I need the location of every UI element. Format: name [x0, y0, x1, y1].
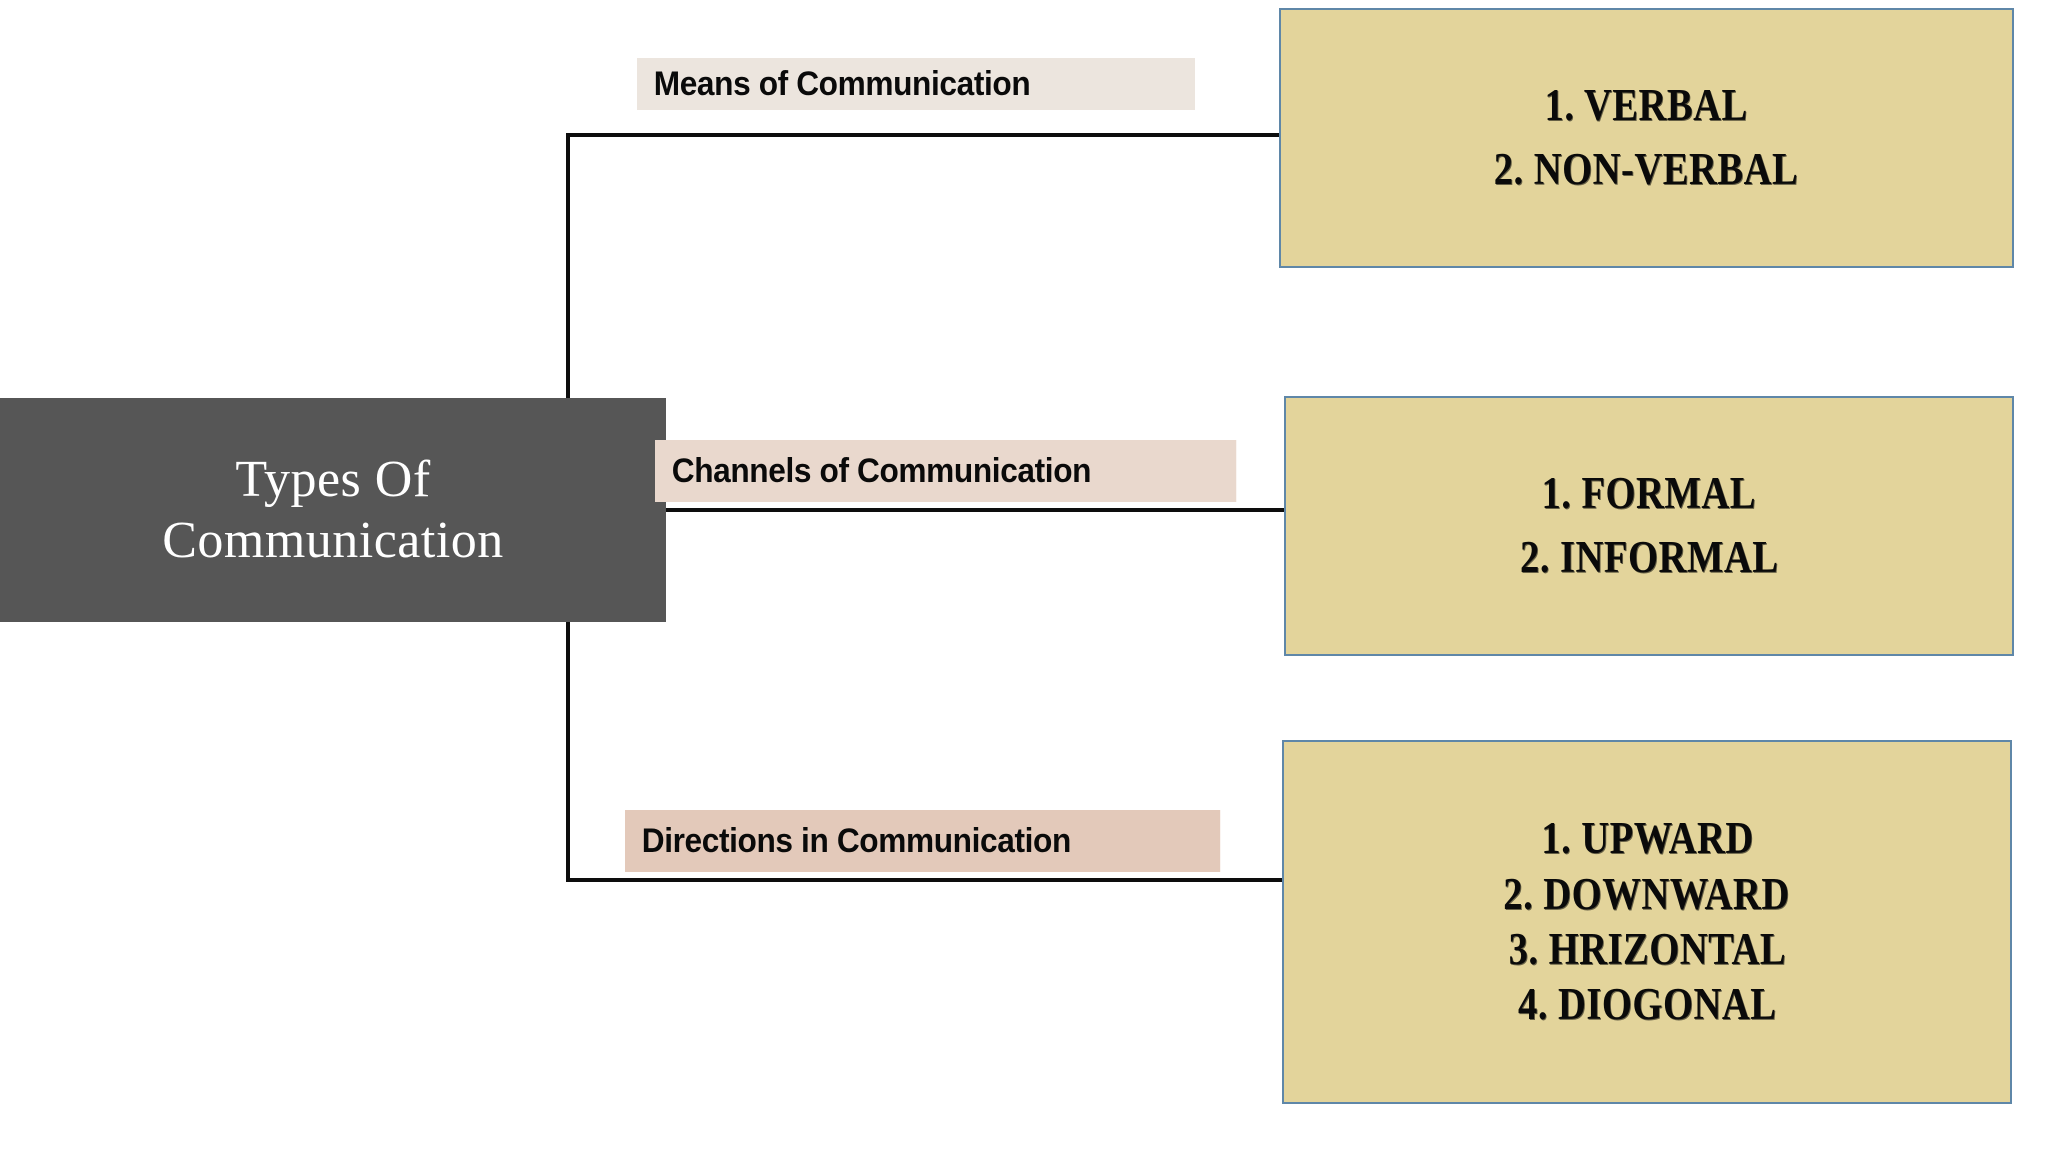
root-node-label: Types Of Communication [144, 449, 522, 572]
connector-branch-directions [566, 878, 1284, 882]
outcome-item: 1. FORMAL [1541, 468, 1757, 519]
connector-branch-means [566, 133, 1280, 137]
root-node-types-of-communication[interactable]: Types Of Communication [0, 398, 666, 622]
branch-label-means-of-communication[interactable]: Means of Communication [637, 58, 1195, 110]
root-node-label-line1: Types Of [235, 450, 431, 508]
outcome-item: 2. INFORMAL [1519, 532, 1779, 582]
branch-label-directions-in-communication[interactable]: Directions in Communication [625, 810, 1221, 872]
outcome-item: 3. HRIZONTAL [1508, 924, 1786, 974]
outcome-item: 1. VERBAL [1544, 80, 1749, 131]
branch-label-text: Channels of Communication [671, 451, 1092, 490]
root-node-label-line2: Communication [162, 512, 504, 569]
outcome-item: 1. UPWARD [1540, 813, 1754, 864]
branch-label-text: Directions in Communication [641, 821, 1072, 860]
outcome-box-directions[interactable]: 1. UPWARD 2. DOWNWARD 3. HRIZONTAL 4. DI… [1282, 740, 2012, 1104]
outcome-box-channels[interactable]: 1. FORMAL 2. INFORMAL [1284, 396, 2014, 656]
branch-label-text: Means of Communication [653, 64, 1031, 103]
outcome-item: 2. NON-VERBAL [1494, 144, 1799, 194]
branch-label-channels-of-communication[interactable]: Channels of Communication [655, 440, 1237, 502]
outcome-item: 4. DIOGONAL [1517, 979, 1777, 1030]
outcome-item: 2. DOWNWARD [1503, 868, 1791, 919]
connector-spine-upper [566, 133, 570, 401]
connector-branch-channels [660, 508, 1284, 512]
outcome-box-means[interactable]: 1. VERBAL 2. NON-VERBAL [1279, 8, 2014, 268]
connector-spine-lower [566, 620, 570, 882]
